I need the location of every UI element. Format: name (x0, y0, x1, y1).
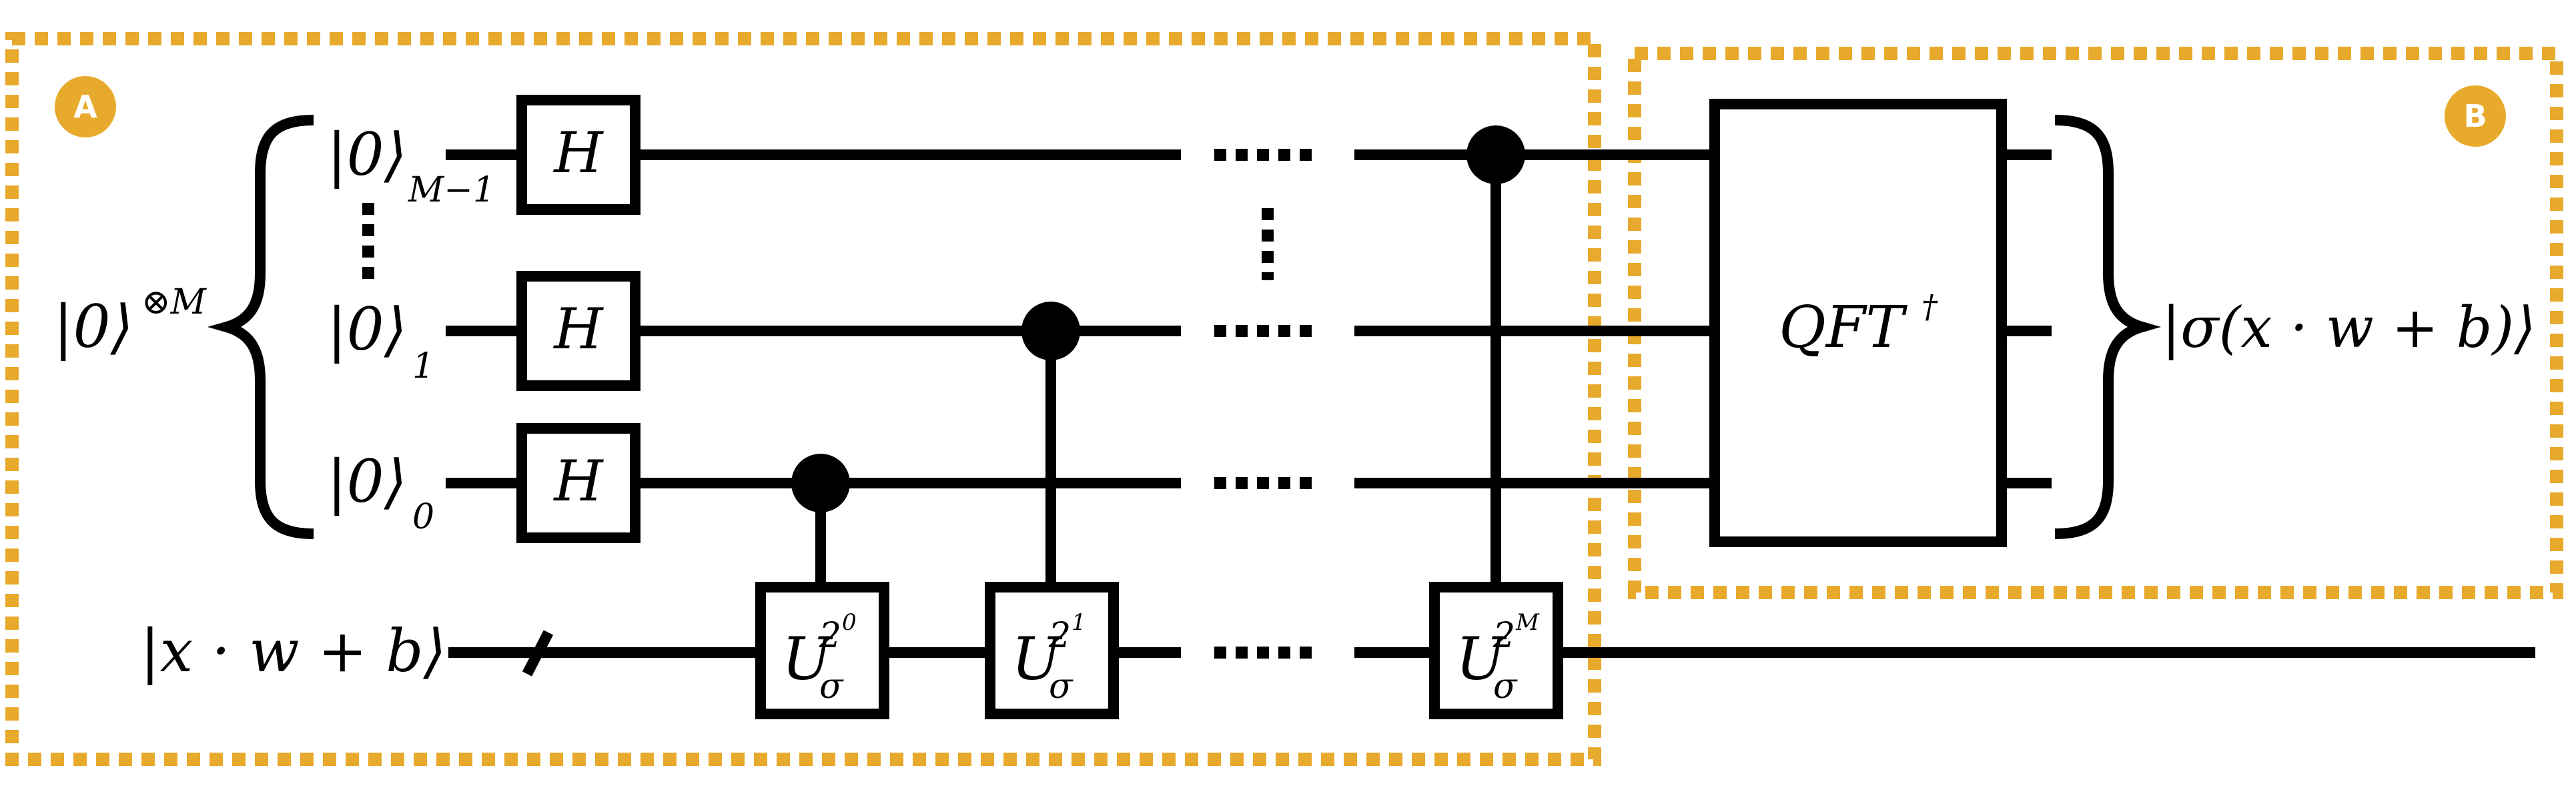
svg-text:σ: σ (819, 667, 844, 707)
qubit-label-top: |0⟩ M−1 (327, 120, 495, 210)
control-dot-q1 (1021, 302, 1080, 360)
svg-text:σ: σ (1493, 667, 1518, 707)
svg-text:2: 2 (1492, 616, 1515, 656)
control-dot-qM-1 (1466, 125, 1525, 184)
register-label: |0⟩ ⊗M (53, 282, 207, 361)
svg-text:U: U (1011, 625, 1063, 693)
svg-text:H: H (552, 448, 604, 514)
svg-text:2: 2 (1048, 616, 1071, 656)
svg-text:⊗M: ⊗M (141, 282, 207, 322)
svg-text:H: H (552, 296, 604, 362)
svg-text:1: 1 (1071, 609, 1086, 636)
svg-text:|0⟩: |0⟩ (327, 447, 407, 516)
svg-text:M: M (1515, 609, 1540, 636)
input-state-label: |x · w + b⟩ (140, 617, 446, 685)
svg-text:U: U (782, 625, 833, 693)
svg-text:σ: σ (1049, 667, 1074, 707)
qubit-label-bot: |0⟩ 0 (327, 447, 434, 537)
hadamard-gate-mid: H (516, 271, 640, 391)
control-lines (815, 155, 1501, 587)
register-left-brace (207, 115, 314, 539)
svg-text:H: H (552, 120, 604, 185)
svg-text:0: 0 (412, 497, 434, 537)
svg-text:A: A (73, 89, 97, 125)
svg-text:|0⟩: |0⟩ (327, 295, 407, 364)
region-a-badge: A (55, 76, 116, 137)
ellipsis-dots (362, 149, 1321, 659)
controlled-u-gate-0: U σ 2 0 (755, 582, 889, 719)
svg-text:M−1: M−1 (408, 170, 495, 210)
svg-text:|0⟩: |0⟩ (327, 120, 407, 189)
controlled-u-gate-1: U σ 2 1 (985, 582, 1119, 719)
svg-text:B: B (2463, 98, 2487, 134)
region-b-badge: B (2445, 85, 2506, 147)
qubit-label-mid: |0⟩ 1 (327, 295, 434, 386)
svg-text:0: 0 (842, 609, 857, 636)
output-state-label: |σ(x · w + b)⟩ (2162, 295, 2536, 360)
controlled-u-gate-M: U σ 2 M (1429, 582, 1563, 719)
region-a-frame (5, 32, 1601, 766)
region-b-frame (1628, 47, 2563, 599)
svg-text:|0⟩: |0⟩ (53, 292, 133, 361)
inverse-qft-gate: QFT † (1709, 99, 2007, 547)
hadamard-gate-top: H (516, 95, 640, 215)
svg-text:QFT: QFT (1779, 294, 1907, 361)
hadamard-gate-bot: H (516, 423, 640, 543)
multi-qubit-slash (522, 630, 554, 677)
svg-text:1: 1 (412, 346, 434, 386)
svg-text:2: 2 (819, 616, 841, 656)
svg-text:†: † (1921, 288, 1938, 326)
svg-text:U: U (1456, 625, 1507, 693)
control-dot-q0 (791, 454, 850, 512)
output-right-brace (2054, 115, 2162, 539)
